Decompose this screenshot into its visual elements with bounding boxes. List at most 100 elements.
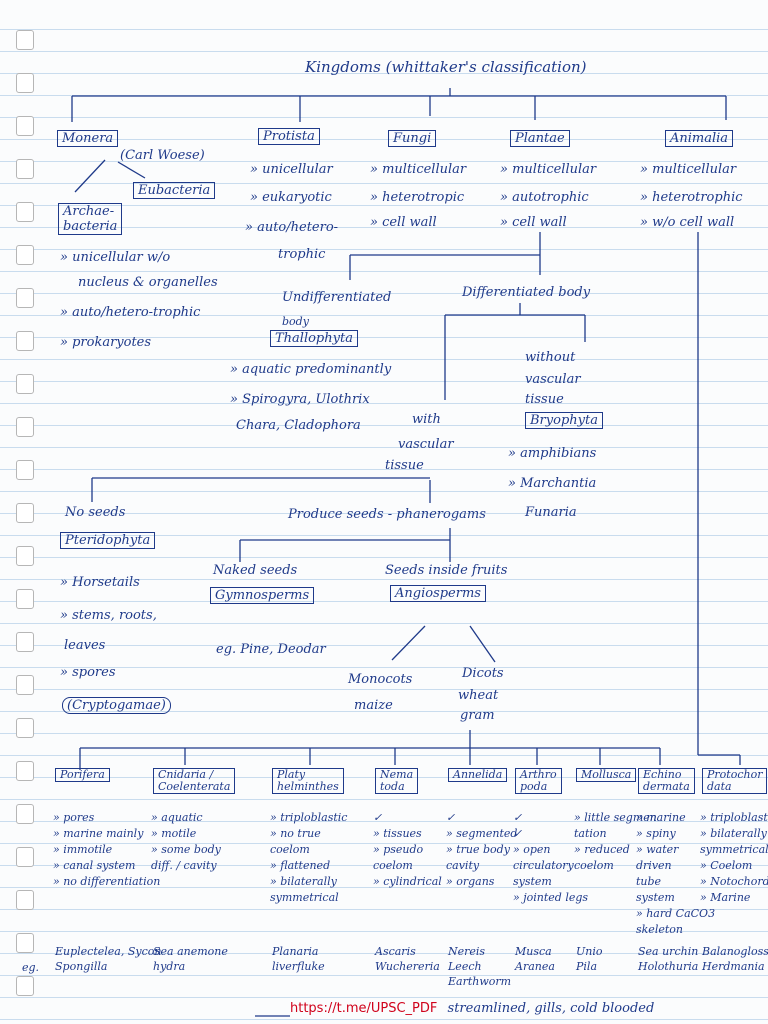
phylum-prop: coelom [574,859,614,872]
thallophyta-prop: » aquatic predominantly [230,362,392,377]
phylum-box: Cnidaria / Coelenterata [153,768,236,794]
seeds-fruits-label: Seeds inside fruits [385,563,508,578]
footer-url[interactable]: https://t.me/UPSC_PDF [290,1001,438,1016]
bryophyta-prop: » Marchantia [508,476,597,491]
phylum-prop: » triploblastic [270,811,348,824]
plantae-box: Plantae [510,130,570,147]
plantae-prop: » autotrophic [500,190,589,205]
monera-prop: » prokaryotes [60,335,152,350]
differentiated-label: Differentiated body [462,285,591,300]
animalia-prop: » multicellular [640,162,737,177]
phylum-prop: driven [636,859,672,872]
phylum-box: Echino dermata [638,768,695,794]
binder-hole [16,847,34,867]
phylum-prop: » no differentiation [53,875,161,888]
monera-box: Monera [57,130,119,147]
phylum-box: Porifera [55,768,110,782]
phylum-box: Annelida [448,768,508,782]
phylum-prop: » tissues [373,827,422,840]
phylum-prop: » open [513,843,551,856]
phylum-example: Unio [576,945,603,958]
binder-hole [16,159,34,179]
binder-holes [16,30,38,1020]
with-vascular: vascular [398,437,454,452]
phylum-prop: symmetrical [270,891,339,904]
phylum-example: liverfluke [272,960,325,973]
phylum-prop: » pores [53,811,95,824]
monocots-label: Monocots [348,672,413,687]
phylum-prop: » water [636,843,679,856]
binder-hole [16,417,34,437]
fungi-prop: » multicellular [370,162,467,177]
cryptogamae-label: (Cryptogamae) [62,697,171,714]
binder-hole [16,202,34,222]
phylum-box: Arthro poda [515,768,562,794]
protista-box: Protista [258,128,320,145]
phylum-prop: » bilaterally [700,827,767,840]
phylum-prop: » jointed legs [513,891,589,904]
phylum-example: Wuchereria [375,960,440,973]
thallophyta-prop: » Spirogyra, Ulothrix [230,392,370,407]
undifferentiated-body: body [282,315,309,328]
animalia-prop: » heterotrophic [640,190,743,205]
phylum-box: Protochor data [702,768,768,794]
phylum-prop: » motile [151,827,197,840]
phylum-example: Planaria [272,945,319,958]
pteridophyta-prop: leaves [64,638,106,653]
phylum-example: Herdmania [702,960,765,973]
phylum-prop: » canal system [53,859,136,872]
phylum-prop: » bilaterally [270,875,337,888]
dicots-eg: wheat [458,688,499,703]
phylum-example: Sea urchin [638,945,699,958]
phylum-prop: » organs [446,875,495,888]
eubacteria-box: Eubacteria [133,182,216,199]
binder-hole [16,675,34,695]
thallophyta-prop: Chara, Cladophora [236,418,361,433]
phylum-prop: » triploblastic [700,811,768,824]
phylum-prop: system [636,891,675,904]
phylum-prop: » hard CaCO3 [636,907,716,920]
dicots-eg: gram [460,708,495,723]
phylum-prop: ✓ [446,811,456,824]
eg-label: eg. [22,961,40,974]
phylum-prop: » little segmen [574,811,657,824]
phylum-example: Holothuria [638,960,699,973]
phylum-prop: diff. / cavity [151,859,217,872]
phylum-prop: tube [636,875,662,888]
binder-hole [16,933,34,953]
bryophyta-box: Bryophyta [525,412,603,429]
pteridophyta-prop: » Horsetails [60,575,140,590]
binder-hole [16,460,34,480]
binder-hole [16,804,34,824]
gymnosperms-box: Gymnosperms [210,587,315,604]
phylum-example: Balanoglossus [702,945,768,958]
binder-hole [16,374,34,394]
phylum-prop: » Notochord [700,875,768,888]
phylum-prop: ✓ [373,811,383,824]
binder-hole [16,245,34,265]
fungi-box: Fungi [388,130,437,147]
phylum-prop: » no true [270,827,321,840]
with-vascular: with [412,412,441,427]
phylum-prop: » marine [636,811,686,824]
phylum-prop: coelom [373,859,413,872]
phylum-prop: » segmented [446,827,518,840]
phylum-prop: symmetrical [700,843,768,856]
naked-seeds-label: Naked seeds [213,563,298,578]
phylum-example: Leech [448,960,482,973]
phylum-prop: » Marine [700,891,751,904]
pteridophyta-prop: » spores [60,665,116,680]
footer-line: https://t.me/UPSC_PDF streamlined, gills… [290,1001,654,1016]
phylum-prop: » immotile [53,843,113,856]
no-seeds-label: No seeds [65,505,126,520]
bryophyta-prop: Funaria [525,505,577,520]
phylum-box: Platy helminthes [272,768,344,794]
phylum-prop: tation [574,827,607,840]
plantae-prop: » multicellular [500,162,597,177]
produce-seeds-label: Produce seeds - phanerogams [288,507,486,522]
phylum-prop: coelom [270,843,310,856]
phylum-prop: » true body [446,843,510,856]
phylum-example: Spongilla [55,960,108,973]
